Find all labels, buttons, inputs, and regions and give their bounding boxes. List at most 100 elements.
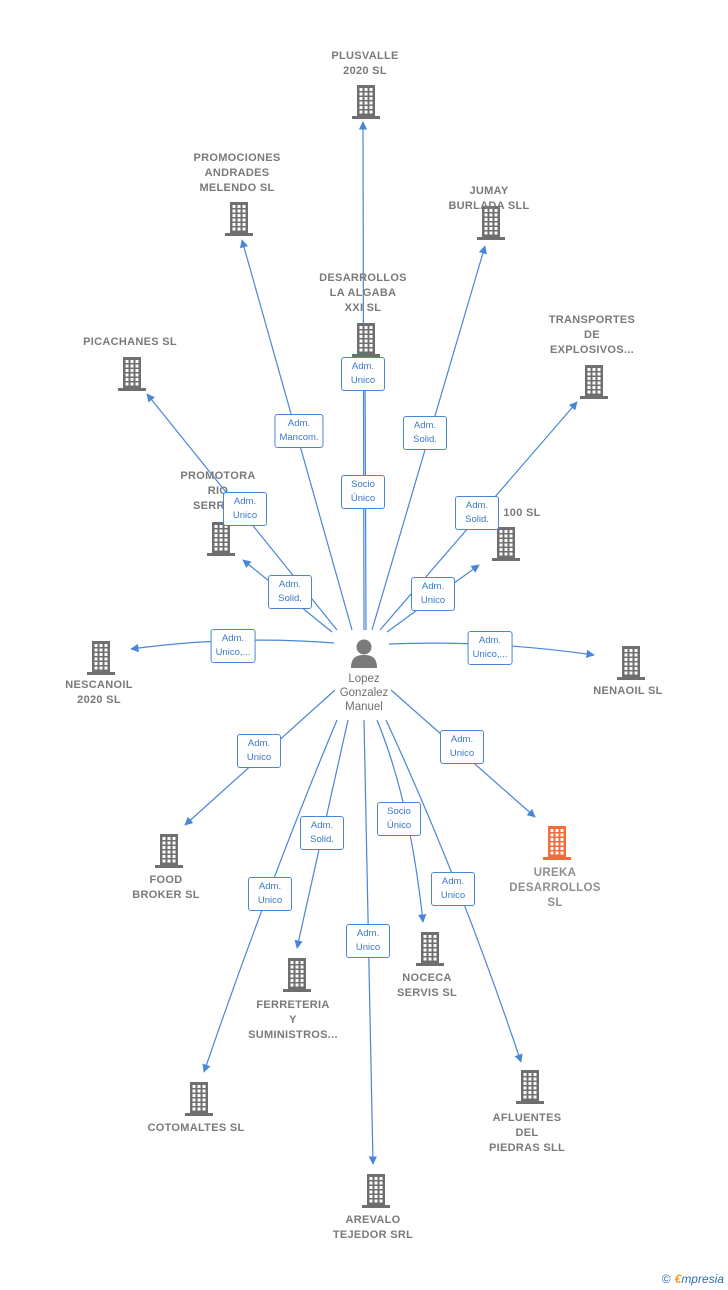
company-label-line: FOOD	[149, 874, 183, 886]
company-label-nenaoil[interactable]: NENAOIL SL	[563, 684, 693, 699]
building-icon[interactable]	[224, 202, 254, 241]
relation-badge-afluentes: Adm. Unico	[431, 872, 475, 906]
person-name-line: Lopez	[348, 673, 380, 685]
company-label-line: PLUSVALLE	[331, 50, 399, 62]
relation-text: Adm.	[258, 881, 282, 892]
relation-text: Adm.	[221, 633, 245, 644]
company-label-line: BURLADA SLL	[448, 200, 530, 212]
company-label-picachanes[interactable]: PICACHANES SL	[65, 335, 195, 350]
company-label-line: DEL	[515, 1127, 539, 1139]
company-label-line: PROMOTORA	[180, 470, 256, 482]
company-label-100sl[interactable]: 100 SL	[457, 506, 587, 521]
company-label-line: RIO	[207, 485, 229, 497]
company-label-line: JUMAY	[469, 185, 509, 197]
building-icon[interactable]	[351, 323, 381, 362]
building-icon[interactable]	[184, 1082, 214, 1121]
relation-badge-promotora-rio: Adm. Solid.	[268, 575, 312, 609]
relation-badge-100sl: Adm.Unico	[411, 577, 455, 611]
company-label-line: PROMOCIONES	[193, 152, 281, 164]
company-label-line: TRANSPORTES	[548, 314, 636, 326]
relation-badge-nenaoil: Adm. Unico,...	[467, 631, 513, 665]
person-node[interactable]	[346, 636, 382, 670]
company-label-line: PIEDRAS SLL	[488, 1142, 566, 1154]
relation-text: Solid.	[465, 514, 489, 525]
company-label-promociones-andrades[interactable]: PROMOCIONES ANDRADES MELENDO SL	[172, 151, 302, 196]
person-name-line: Manuel	[345, 701, 383, 713]
relation-text: Solid.	[278, 593, 302, 604]
building-icon[interactable]	[206, 522, 236, 561]
company-label-line: UREKA	[533, 867, 577, 879]
company-label-line: COTOMALTES SL	[147, 1122, 245, 1134]
building-icon[interactable]	[351, 85, 381, 124]
building-icon[interactable]	[579, 365, 609, 404]
company-label-line: FERRETERIA	[256, 999, 330, 1011]
company-label-line: NOCECA	[402, 972, 452, 984]
company-label-jumay[interactable]: JUMAY BURLADA SLL	[424, 184, 554, 214]
company-label-afluentes[interactable]: AFLUENTES DEL PIEDRAS SLL	[462, 1111, 592, 1156]
person-name[interactable]: Lopez Gonzalez Manuel	[319, 672, 409, 714]
company-label-ferreteria[interactable]: FERRETERIA Y SUMINISTROS...	[228, 998, 358, 1043]
building-icon[interactable]	[491, 527, 521, 566]
company-label-line: Y	[289, 1014, 297, 1026]
company-label-line: NESCANOIL	[65, 679, 133, 691]
relation-text: Unico,...	[472, 649, 508, 660]
empresia-logo-text: mpresia	[681, 1272, 724, 1286]
building-icon[interactable]	[361, 1174, 391, 1213]
company-label-cotomaltes[interactable]: COTOMALTES SL	[131, 1121, 261, 1136]
relation-text: Socio	[351, 479, 375, 490]
company-label-line: SUMINISTROS...	[248, 1029, 338, 1041]
company-label-line: 100 SL	[503, 507, 541, 519]
relation-text: Unico	[449, 748, 475, 759]
building-icon[interactable]	[154, 834, 184, 873]
building-icon[interactable]	[415, 932, 445, 971]
relation-text: Adm.	[356, 928, 380, 939]
company-label-line: AREVALO	[345, 1214, 401, 1226]
building-icon[interactable]	[515, 1070, 545, 1109]
relation-text: Adm.	[478, 635, 502, 646]
company-label-line: DE	[584, 329, 600, 341]
relation-text: Adm.	[247, 738, 271, 749]
building-icon[interactable]	[86, 641, 116, 680]
empresia-logo-mark: €	[674, 1272, 682, 1286]
brand-footer[interactable]: ©€mpresia	[662, 1272, 724, 1286]
building-icon[interactable]	[616, 646, 646, 685]
relation-text: Solid.	[413, 434, 437, 445]
company-label-line: NENAOIL SL	[593, 685, 663, 697]
relation-badge-arevalo: Adm.Unico	[346, 924, 390, 958]
relation-text: Unico	[350, 375, 376, 386]
relation-text: Adm.	[287, 418, 311, 429]
building-icon[interactable]	[542, 826, 572, 865]
company-label-line: AFLUENTES	[492, 1112, 562, 1124]
company-label-line: PICACHANES SL	[83, 336, 177, 348]
relation-text: Adm.	[278, 579, 302, 590]
company-label-line: LA ALGABA	[329, 287, 397, 299]
relation-badge-ureka: Adm.Unico	[440, 730, 484, 764]
person-name-line: Gonzalez	[339, 687, 389, 699]
company-label-line: MELENDO SL	[199, 182, 275, 194]
relation-text: Adm.	[465, 500, 489, 511]
relation-badge-jumay: Adm.Solid.	[403, 416, 447, 450]
relation-text: Adm.	[441, 876, 465, 887]
relation-text: Único	[350, 493, 376, 504]
relation-text: Unico	[440, 890, 466, 901]
building-icon[interactable]	[117, 357, 147, 396]
building-icon[interactable]	[282, 958, 312, 997]
company-label-line: BROKER SL	[132, 889, 200, 901]
company-label-line: EXPLOSIVOS...	[550, 344, 634, 356]
relation-badge-ferreteria: Adm.Solid.	[300, 816, 344, 850]
relation-badge-nescanoil: Adm.Unico,...	[210, 629, 256, 663]
company-label-transportes[interactable]: TRANSPORTES DE EXPLOSIVOS...	[527, 313, 657, 358]
company-label-food-broker[interactable]: FOOD BROKER SL	[101, 873, 231, 903]
relation-text: Único	[386, 820, 412, 831]
relation-text: Adm.	[351, 361, 375, 372]
building-icon[interactable]	[476, 206, 506, 245]
company-label-line: ANDRADES	[204, 167, 270, 179]
